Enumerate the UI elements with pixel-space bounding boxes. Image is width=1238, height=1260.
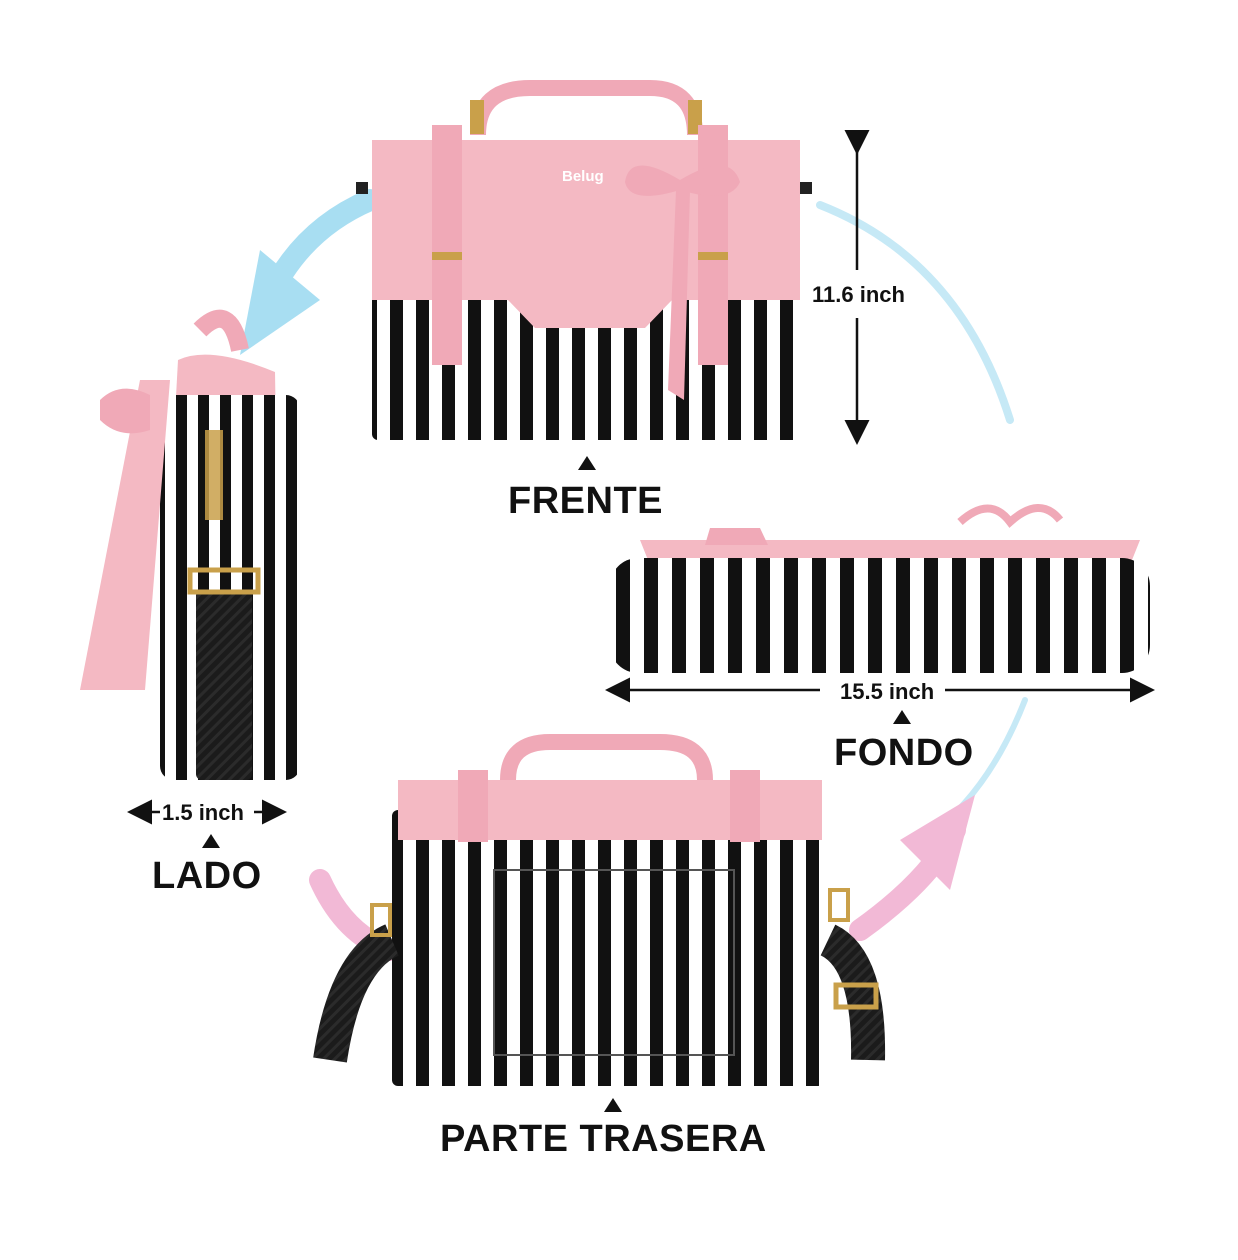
height-dimension-label: 11.6 inch <box>812 282 905 307</box>
bag-handle <box>470 80 703 136</box>
back-view-label: PARTE TRASERA <box>440 1118 767 1160</box>
strap-left <box>432 125 462 365</box>
side-flap <box>80 380 170 690</box>
side-view-label: LADO <box>152 855 262 897</box>
side-pointer-triangle <box>202 834 220 848</box>
striped-bottom <box>610 558 1150 673</box>
rotation-arrows <box>240 189 1028 961</box>
back-strap-left <box>313 924 400 1063</box>
side-bow <box>100 388 150 434</box>
back-strap-right <box>819 924 886 1061</box>
front-view-label: FRENTE <box>508 480 663 522</box>
side-strap <box>196 590 252 780</box>
back-pointer-triangle <box>604 1098 622 1112</box>
bottom-pointer-triangle <box>893 710 911 724</box>
width-dimension-label: 15.5 inch <box>840 679 935 704</box>
arrow-head-blue-left <box>240 250 320 355</box>
bag-side-view <box>80 309 300 780</box>
striped-body <box>372 295 800 440</box>
bag-bottom-view <box>610 504 1150 673</box>
depth-dimension-label: 1.5 inch <box>162 800 244 825</box>
bag-front-view <box>356 80 812 440</box>
strap-right <box>698 125 728 365</box>
bow <box>625 165 740 196</box>
back-pocket <box>493 869 735 1056</box>
dimension-lines <box>127 130 1155 825</box>
front-pointer-triangle <box>578 456 596 470</box>
striped-side <box>160 395 300 780</box>
arrow-head-pink-right <box>900 795 975 890</box>
bottom-view-label: FONDO <box>834 732 974 774</box>
brand-logo: Belug <box>562 168 604 185</box>
bag-back-view <box>313 734 886 1086</box>
